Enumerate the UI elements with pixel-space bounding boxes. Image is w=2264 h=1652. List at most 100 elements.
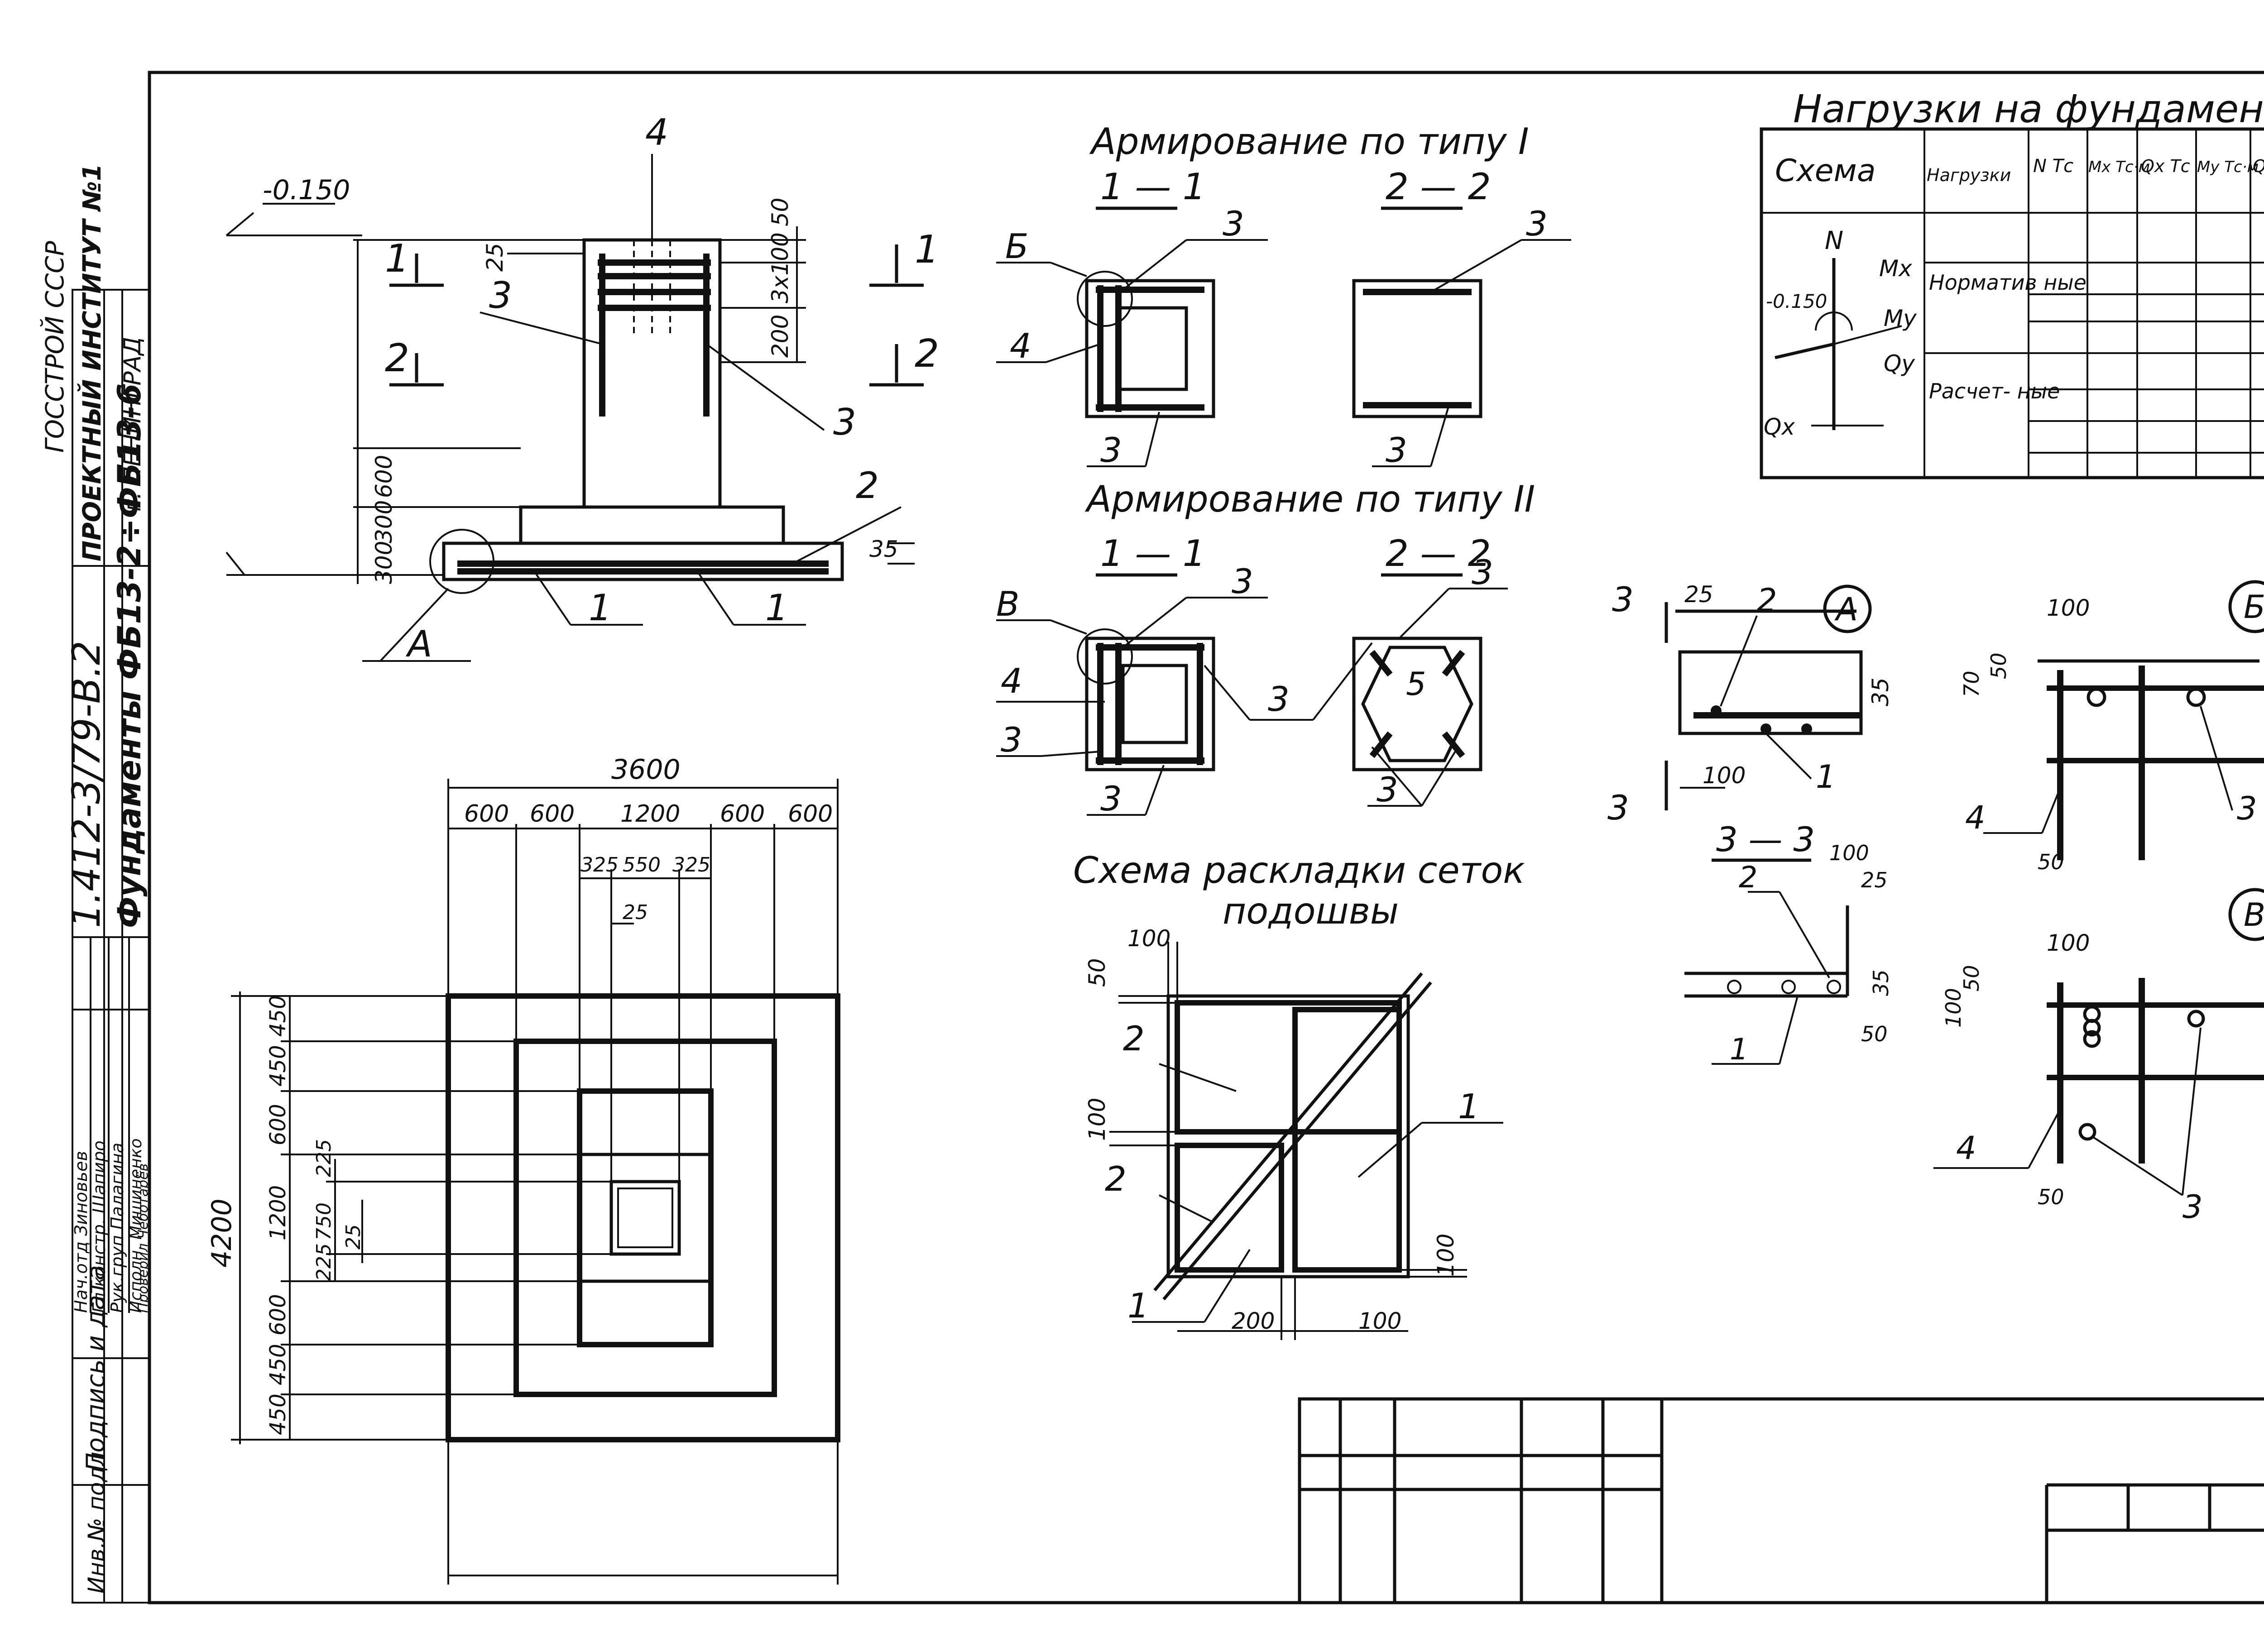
stamp-title: Фундаменты ФБ13-2÷ФБ13-6 bbox=[111, 383, 148, 928]
cut-2-left: 2 bbox=[385, 336, 409, 381]
arm2-callout-v: В bbox=[996, 584, 1019, 624]
detail-a-d25: 25 bbox=[1684, 581, 1713, 608]
detail-v-d100b: 100 bbox=[1941, 988, 1966, 1028]
loads-header-qy: Qy Тс bbox=[2253, 156, 2264, 176]
mesh-dim-100c: 100 bbox=[1433, 1234, 1459, 1277]
detail-v-d50b: 50 bbox=[2038, 1185, 2064, 1209]
arm1-title: Армирование по типу I bbox=[1089, 120, 1529, 163]
arm1-section-22: 2 — 2 bbox=[1386, 166, 1491, 208]
loads-header-my: My Тс·м bbox=[2197, 158, 2259, 176]
detail-b-p3: 3 bbox=[2237, 790, 2257, 827]
detail-a-callout: А bbox=[1834, 591, 1858, 628]
side-stamp: ГОССТРОЙ СССР ПРОЕКТНЫЙ ИНСТИТУТ №1 г. Л… bbox=[40, 164, 151, 1604]
detail-b-callout: Б bbox=[2244, 589, 2264, 626]
arm2-pos-3c: 3 bbox=[1100, 779, 1122, 819]
plan-top-dim-2: 600 bbox=[530, 800, 575, 828]
arm2-section-11: 1 — 1 bbox=[1100, 532, 1206, 575]
level-mark: -0.150 bbox=[263, 174, 350, 206]
mesh-title-1: Схема раскладки сеток bbox=[1073, 849, 1525, 891]
detail-b: Б 100 70 50 4 50 3 bbox=[1959, 580, 2264, 874]
detail-v-d100: 100 bbox=[2047, 930, 2090, 956]
mesh-dim-100a: 100 bbox=[1127, 925, 1170, 952]
plan-top-dim-1: 600 bbox=[464, 800, 509, 828]
plan-top-dim-3: 1200 bbox=[620, 800, 680, 828]
arm1-section-11: 1 — 1 bbox=[1100, 166, 1206, 208]
dim-50: 50 bbox=[767, 197, 793, 226]
stamp-row-1: Нач.отд Зиновьев bbox=[71, 1151, 91, 1313]
foundation-section: А -0.150 1 2 1 2 4 3 3 2 1 1 bbox=[225, 111, 939, 665]
dim-300a: 300 bbox=[371, 500, 397, 543]
stamp-inv-no: Инв.№ подл. bbox=[83, 1445, 110, 1594]
detail-v-p3: 3 bbox=[2182, 1188, 2203, 1226]
pos-4-label: 4 bbox=[645, 111, 668, 153]
arm1-pos-3b: 3 bbox=[1100, 430, 1122, 470]
stamp-series: 1.412-3/79-В.2 bbox=[64, 641, 109, 928]
plan-col-dim-2: 550 bbox=[623, 853, 661, 876]
arm2-pos-3b: 3 bbox=[1001, 720, 1022, 760]
arm1-pos-3a: 3 bbox=[1223, 204, 1244, 244]
section-3-3: 3 — 3 2 100 25 35 50 1 bbox=[1684, 819, 1893, 1067]
dim-600: 600 bbox=[371, 455, 397, 498]
arm2-pos-4: 4 bbox=[1001, 661, 1022, 701]
mesh-dim-100b: 100 bbox=[1084, 1098, 1110, 1141]
pos-1a-label: 1 bbox=[589, 587, 612, 629]
dim-25: 25 bbox=[482, 243, 508, 272]
detail-a: А 3 3 25 2 35 100 1 bbox=[1607, 579, 1894, 828]
title-block bbox=[1298, 1397, 2264, 1604]
loads-header-qx: Qx Тс bbox=[2141, 156, 2190, 176]
stamp-row-2: Гл.констр. Шапиро bbox=[89, 1140, 109, 1313]
cut-1-left: 1 bbox=[385, 236, 409, 281]
detail-a-d100: 100 bbox=[1703, 762, 1746, 789]
mesh-pos-1a: 1 bbox=[1458, 1087, 1480, 1126]
scheme-mx: Mx bbox=[1879, 255, 1912, 282]
pos-1b-label: 1 bbox=[765, 587, 788, 629]
loads-title: Нагрузки на фундамент bbox=[1793, 87, 2264, 132]
detail-b-d100: 100 bbox=[2047, 595, 2090, 621]
plan-left-dim-6: 450 bbox=[265, 1344, 291, 1385]
mesh-pos-2a: 2 bbox=[1123, 1019, 1145, 1058]
arm1-pos-3c: 3 bbox=[1526, 204, 1548, 244]
detail-a-cut-bottom: 3 bbox=[1607, 788, 1629, 828]
plan-left-dim-2: 450 bbox=[265, 1045, 291, 1087]
pos-2-label: 2 bbox=[856, 464, 879, 507]
detail-b-d50b: 50 bbox=[2038, 850, 2064, 874]
plan-top-dim-4: 600 bbox=[720, 800, 765, 828]
section33-p2: 2 bbox=[1739, 861, 1757, 895]
plan-left-dim-4: 1200 bbox=[265, 1185, 291, 1240]
detail-b-p4: 4 bbox=[1965, 799, 1986, 836]
detail-a-d35: 35 bbox=[1867, 677, 1894, 706]
arm2-pos-5: 5 bbox=[1406, 666, 1426, 703]
loads-header-scheme: Схема bbox=[1775, 153, 1876, 189]
section33-title: 3 — 3 bbox=[1716, 819, 1815, 859]
detail-a-cut-top: 3 bbox=[1612, 579, 1634, 619]
plan-left-25: 25 bbox=[342, 1224, 365, 1250]
arm2-pos-3e: 3 bbox=[1472, 552, 1493, 592]
plan-height-dim: 4200 bbox=[206, 1198, 238, 1268]
stamp-row-5: Проверил Чеботарёв bbox=[135, 1164, 151, 1313]
loads-table: Нагрузки на фундамент Схема Нагрузки N Т… bbox=[1760, 87, 2264, 479]
section33-d25: 25 bbox=[1861, 868, 1888, 892]
arm1-pos-4: 4 bbox=[1010, 326, 1031, 366]
detail-v: В 100 50 100 4 50 3 bbox=[1933, 888, 2264, 1226]
arm1-pos-3d: 3 bbox=[1386, 430, 1407, 470]
section33-d35: 35 bbox=[1869, 969, 1893, 996]
cut-2-right: 2 bbox=[915, 331, 939, 376]
stamp-org1: ГОССТРОЙ СССР bbox=[40, 240, 69, 453]
plan-width-dim: 3600 bbox=[611, 754, 681, 785]
scheme-qy: Qy bbox=[1884, 350, 1915, 377]
dim-200: 200 bbox=[767, 315, 793, 358]
loads-header-loads: Нагрузки bbox=[1927, 165, 2011, 185]
scheme-n: N bbox=[1825, 226, 1843, 255]
detail-b-d50: 50 bbox=[1986, 652, 2011, 679]
pos-3a-label: 3 bbox=[489, 274, 512, 316]
pos-3b-label: 3 bbox=[833, 401, 856, 443]
detail-v-p4: 4 bbox=[1956, 1130, 1976, 1167]
mesh-layout: Схема раскладки сеток подошвы 100 50 100… bbox=[1073, 849, 1525, 1340]
mesh-pos-2b: 2 bbox=[1105, 1159, 1127, 1199]
detail-v-d50: 50 bbox=[1959, 965, 1984, 991]
stamp-city: г. ЛЕНИНГРАД bbox=[119, 337, 146, 512]
plan-inner-dim-2: 750 bbox=[312, 1202, 336, 1240]
section33-d100: 100 bbox=[1829, 841, 1869, 865]
detail-a-p2: 2 bbox=[1757, 582, 1777, 619]
mesh-title-2: подошвы bbox=[1223, 890, 1399, 932]
